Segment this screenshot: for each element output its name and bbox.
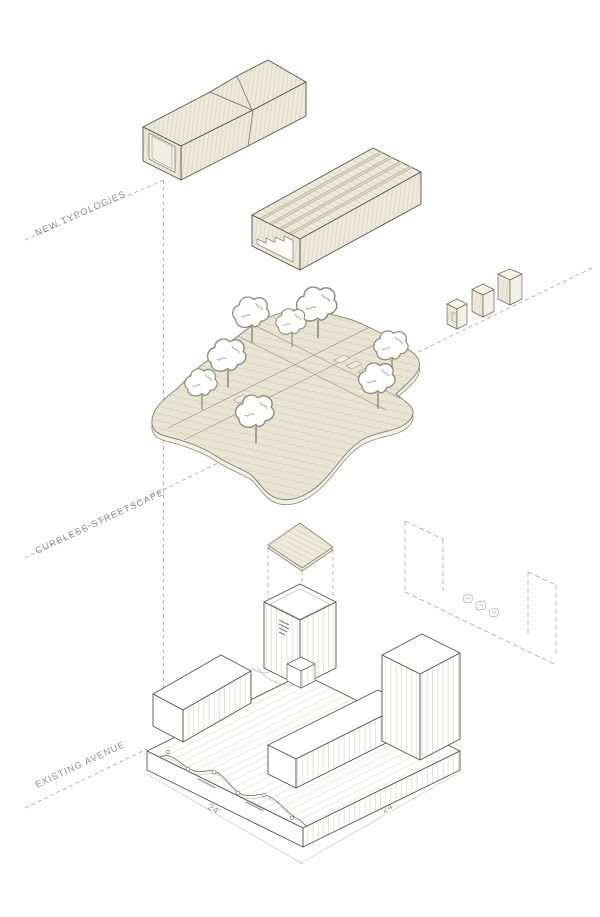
left-bar-building (152, 654, 252, 743)
guide-bottom-diagonal (24, 748, 148, 809)
dimension-vertex-dot (300, 862, 302, 864)
tower-annex (286, 656, 316, 689)
layer-label-existing-avenue: EXISTING AVENUE (34, 739, 127, 789)
tall-block-building (381, 633, 461, 761)
context-buildings-outline (404, 520, 557, 665)
guide-middle-diagonal (24, 451, 241, 559)
terraced-building (251, 147, 422, 271)
guide-top-diagonal (24, 179, 165, 241)
cube (446, 298, 468, 330)
dimension-lines (146, 772, 459, 864)
dimension-line-left (146, 773, 302, 864)
layer-label-new-typologies: NEW TYPOLOGIES (34, 189, 128, 238)
twisted-bar-building (142, 59, 307, 181)
guide-roof-plane-drop (267, 548, 334, 599)
existing-model (146, 522, 461, 848)
typology-cubes (446, 268, 523, 330)
roof-ridges (258, 151, 413, 235)
slab-right-face (302, 750, 461, 848)
cube (497, 268, 523, 306)
curb-detail (159, 749, 308, 828)
front-building (267, 689, 407, 789)
tower-building (263, 583, 337, 689)
layer-label-curbless-streetscape: CURBLESS STREETSCAPE (34, 487, 166, 556)
streetscape-plane-group (151, 286, 420, 505)
terraced-steps-cut (256, 235, 294, 263)
guide-cubes-diagonal (417, 267, 593, 353)
tower-sign (278, 619, 290, 636)
dimension-line-right (300, 772, 459, 864)
streetscape-surface (151, 308, 420, 501)
context-trees (463, 594, 499, 618)
roof-plane (267, 522, 334, 572)
cube (471, 283, 495, 318)
